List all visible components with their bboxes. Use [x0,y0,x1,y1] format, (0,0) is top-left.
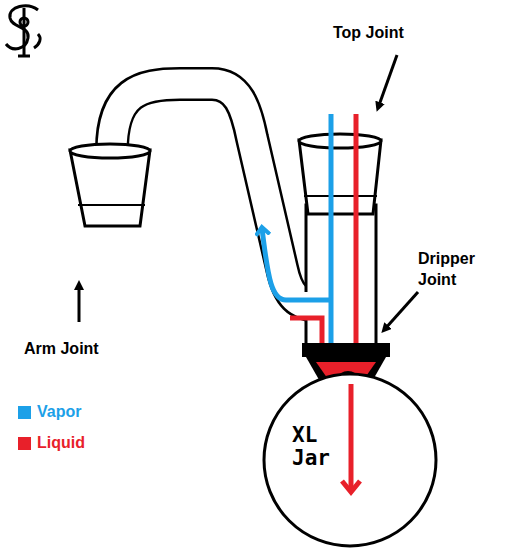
part-label: Top Joint [333,24,404,42]
jar-label: XL Jar [292,424,330,470]
legend-text: Vapor [37,403,81,421]
part-label: Arm Joint [24,340,99,358]
logo [6,6,40,56]
part-label: Dripper Joint [418,249,475,291]
legend-text: Liquid [37,434,85,452]
jar-node: XL Jar [262,372,438,548]
legend-swatch [18,406,31,419]
legend-swatch [18,437,31,450]
jar-outline [262,372,438,548]
